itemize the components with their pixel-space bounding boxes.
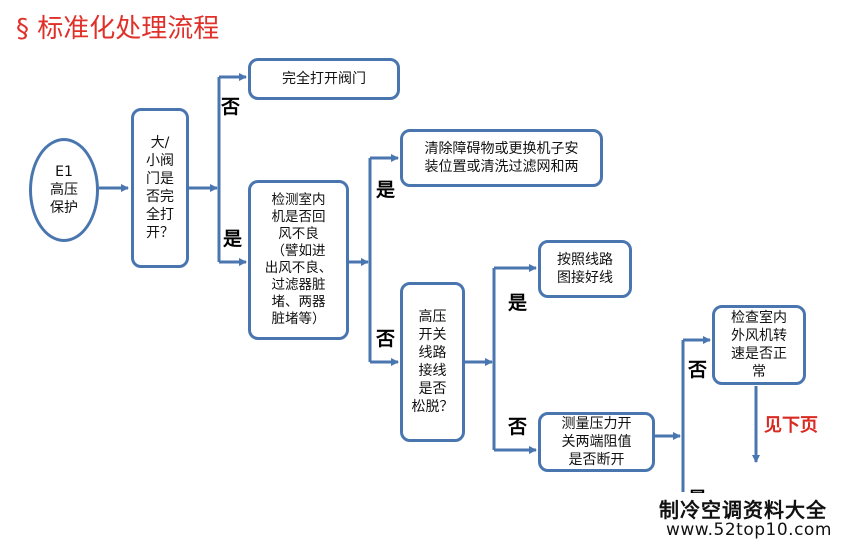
label-no-2: 否 bbox=[376, 328, 396, 350]
next-page-note: 见下页 bbox=[764, 415, 818, 436]
node-clean-obstacle: 清除障碍物或更换机子安 装位置或清洗过滤网和两 bbox=[400, 129, 603, 187]
page-title: § 标准化处理流程 bbox=[16, 14, 220, 44]
label-yes-3: 是 bbox=[508, 292, 528, 314]
label-yes-2: 是 bbox=[376, 179, 396, 201]
node-fan-check: 检查室内 外风机转 速是否正 常 bbox=[712, 305, 806, 385]
node-e1-high-pressure: E1 高压 保护 bbox=[29, 138, 99, 242]
label-no-3: 否 bbox=[508, 416, 528, 438]
watermark-title: 制冷空调资料大全 bbox=[659, 498, 827, 522]
label-yes-4: 是 bbox=[688, 484, 707, 493]
node-rewire: 按照线路 图接好线 bbox=[538, 240, 632, 298]
node-valve-question: 大/ 小阀 门是 否完 全打 开？ bbox=[131, 108, 189, 268]
node-indoor-question: 检测室内 机是否回 风不良 （譬如进 出风不良、 过滤器脏 堵、两器 脏堵等） bbox=[248, 180, 349, 340]
node-switch-question: 高压 开关 线路 接线 是否 松脱？ bbox=[400, 282, 465, 442]
watermark-url: www.52top10.com bbox=[666, 520, 832, 540]
node-measure-resistance: 测量压力开 关两端阻值 是否断开 bbox=[538, 412, 655, 472]
label-no-4: 否 bbox=[688, 359, 708, 381]
node-open-valve: 完全打开阀门 bbox=[248, 58, 400, 100]
label-no-1: 否 bbox=[221, 96, 241, 118]
label-yes-1: 是 bbox=[223, 228, 243, 250]
